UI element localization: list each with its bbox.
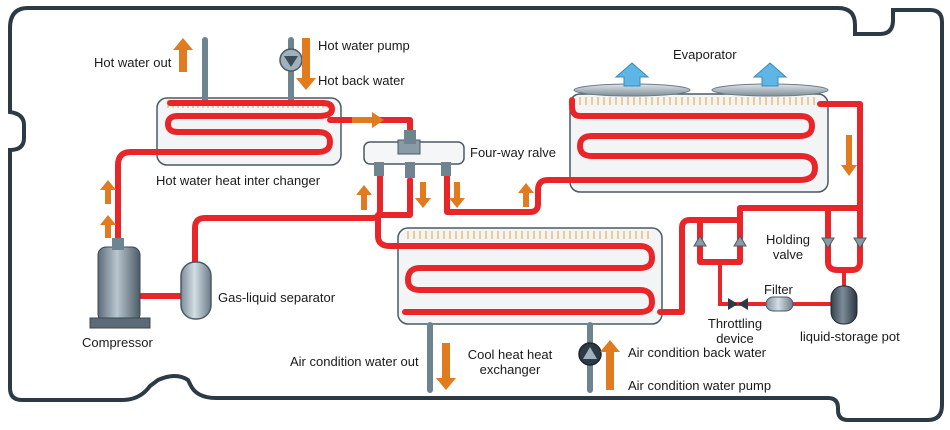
label-holding-valve-line2: valve (772, 247, 804, 262)
flow-arrows (100, 38, 857, 390)
label-air-condition-back-water: Air condition back water (628, 345, 767, 360)
throttling-device (728, 298, 748, 310)
hot-water-out-arrow (173, 38, 193, 72)
evaporator-inlet-up-arrow (518, 183, 534, 207)
label-four-way-valve: Four-way ralve (470, 145, 556, 160)
label-cool-heat-exchanger: Cool heat heat exchanger (456, 347, 564, 377)
label-hot-water-pump: Hot water pump (318, 38, 410, 53)
label-cool-heat-exchanger-line2: exchanger (479, 362, 541, 377)
four-way-down-arrow-right (449, 182, 465, 208)
hot-back-water-arrow (296, 38, 316, 90)
cool-heat-exchanger-box (397, 227, 663, 325)
evaporator-down-arrow (841, 135, 857, 176)
label-holding-valve-line1: Holding (765, 232, 811, 247)
label-air-condition-water-out: Air condition water out (290, 354, 419, 369)
air-condition-water-pump (578, 342, 602, 366)
label-hot-back-water: Hot back water (318, 73, 405, 88)
label-filter: Filter (764, 282, 793, 297)
four-way-up-arrow (356, 185, 372, 210)
compressor (89, 238, 151, 329)
air-condition-back-water-arrow (600, 340, 620, 390)
label-air-condition-water-pump: Air condition water pump (628, 378, 772, 393)
check-valves (693, 235, 867, 249)
label-gas-liquid-separator: Gas-liquid separator (218, 290, 336, 305)
gas-liquid-separator (180, 261, 212, 320)
filter (765, 296, 794, 312)
four-way-valve (363, 130, 465, 178)
four-way-down-arrow-left (415, 182, 431, 208)
label-hot-water-out: Hot water out (94, 55, 172, 70)
label-throttling-device: Throttling device (700, 316, 770, 346)
liquid-storage-pot (830, 285, 858, 325)
label-evaporator: Evaporator (673, 47, 737, 62)
hot-water-pump (279, 48, 303, 72)
label-throttling-device-line2: device (716, 331, 754, 346)
label-hot-water-heat-exchanger: Hot water heat inter changer (156, 173, 321, 188)
label-liquid-storage-pot: liquid-storage pot (800, 329, 900, 344)
label-holding-valve: Holding valve (760, 232, 816, 262)
liquid-line (718, 260, 846, 306)
compressor-up-arrow-upper (100, 180, 116, 204)
label-compressor: Compressor (82, 335, 153, 350)
air-flow-arrows (614, 62, 788, 87)
compressor-up-arrow-lower (100, 215, 116, 238)
hot-hx-outlet-right-arrow (352, 112, 384, 128)
label-cool-heat-exchanger-line1: Cool heat heat (467, 347, 553, 362)
label-throttling-device-line1: Throttling (707, 316, 763, 331)
air-condition-water-out-arrow (436, 343, 456, 390)
